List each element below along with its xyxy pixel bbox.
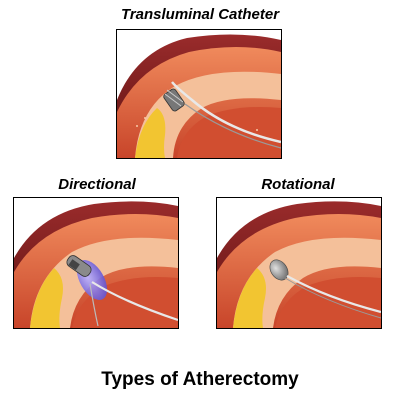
catheter-shaft [284,277,381,319]
plaque [135,108,166,158]
vessel-illustration-transluminal [117,34,281,158]
vessel-wall-lower [177,107,281,158]
catheter-shaft [89,283,99,327]
guide-wire [286,275,381,314]
vessel-lumen [233,237,381,328]
panel-directional [13,197,179,329]
transluminal-cutter-icon [163,88,185,112]
guide-wire [91,281,178,322]
panel-label-rotational: Rotational [261,176,335,193]
panel-label-directional: Directional [58,176,136,193]
figure-title: Types of Atherectomy [101,369,299,390]
vessel-wall-lower [275,277,381,328]
catheter-shaft [184,103,281,149]
panel-transluminal-catheter [116,29,282,159]
panel-label-transluminal: Transluminal Catheter [120,6,280,23]
plaque [233,268,266,328]
panel-rotational [216,197,382,329]
plaque [30,268,63,328]
vessel-illustration-directional [14,201,178,328]
vessel-illustration-rotational [217,201,381,328]
directional-cutter-icon [66,255,92,277]
rotational-burr-icon [269,259,289,281]
guide-wire [171,81,281,144]
